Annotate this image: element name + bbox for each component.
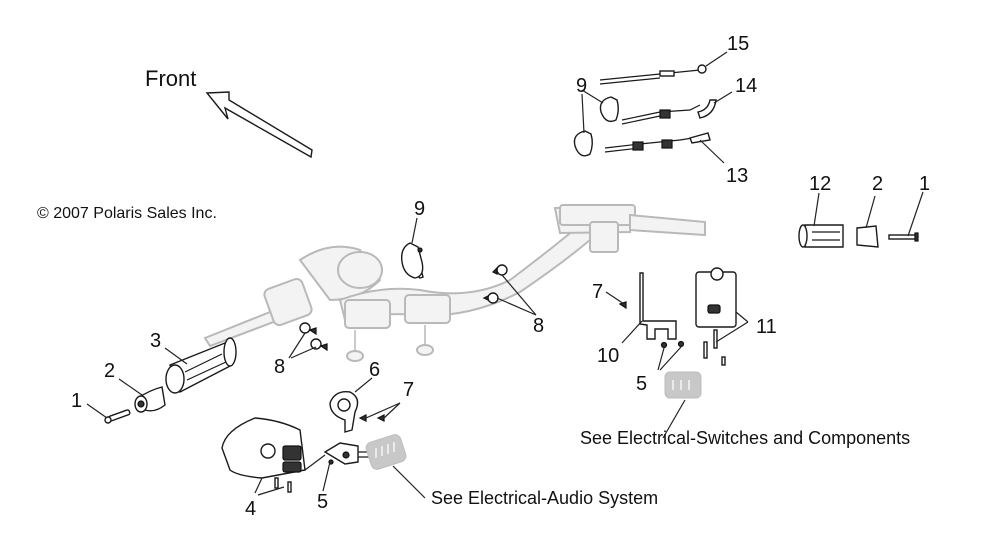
callout-14: 14 xyxy=(735,75,757,97)
callout-15: 15 xyxy=(727,33,749,55)
left-bolt xyxy=(104,409,131,424)
left-switch-housing xyxy=(221,417,306,493)
callout-labels: 1 2 3 4 5 6 7 8 9 8 7 10 5 11 12 2 1 9 1… xyxy=(71,33,930,520)
callout-2-left: 2 xyxy=(104,360,115,382)
callout-5-left: 5 xyxy=(317,491,328,513)
left-mount-bracket xyxy=(323,391,385,465)
callout-9-top: 9 xyxy=(576,75,587,97)
right-switch-housing xyxy=(695,267,737,366)
right-mount-bracket xyxy=(618,272,685,349)
center-clamps xyxy=(299,322,328,352)
callout-3: 3 xyxy=(150,330,161,352)
callout-2-right: 2 xyxy=(872,173,883,195)
left-grip xyxy=(165,337,237,394)
handlebar-ghost xyxy=(203,204,706,362)
right-bolt xyxy=(888,232,919,242)
front-label: Front xyxy=(145,66,196,91)
leader-lines xyxy=(86,51,924,499)
right-center-clamps xyxy=(482,264,508,304)
callout-7-left: 7 xyxy=(403,379,414,401)
cable-13 xyxy=(604,132,711,153)
callout-11: 11 xyxy=(756,316,777,338)
right-grip xyxy=(798,224,844,248)
callout-1-left: 1 xyxy=(71,390,82,412)
callout-1-right: 1 xyxy=(919,173,930,195)
callout-4: 4 xyxy=(245,498,256,520)
callout-8-right: 8 xyxy=(533,315,544,337)
front-arrow-icon xyxy=(205,91,313,159)
audio-module-reference xyxy=(365,434,407,470)
left-bar-end-cap xyxy=(134,386,166,413)
audio-system-note: See Electrical-Audio System xyxy=(431,488,658,508)
callout-6: 6 xyxy=(369,359,380,381)
callout-5-right: 5 xyxy=(636,373,647,395)
callout-12: 12 xyxy=(809,173,831,195)
copyright-text: © 2007 Polaris Sales Inc. xyxy=(37,205,217,222)
callout-9-center: 9 xyxy=(414,198,425,220)
callout-13: 13 xyxy=(726,165,748,187)
callout-8-left: 8 xyxy=(274,356,285,378)
center-cable-tie xyxy=(400,242,424,279)
cable-14 xyxy=(621,99,717,125)
cable-15 xyxy=(599,64,707,85)
switches-module-reference xyxy=(664,371,702,399)
right-bar-end-cap xyxy=(856,225,879,248)
switches-components-note: See Electrical-Switches and Components xyxy=(580,428,910,448)
callout-7-right: 7 xyxy=(592,281,603,303)
callout-10: 10 xyxy=(597,345,619,367)
